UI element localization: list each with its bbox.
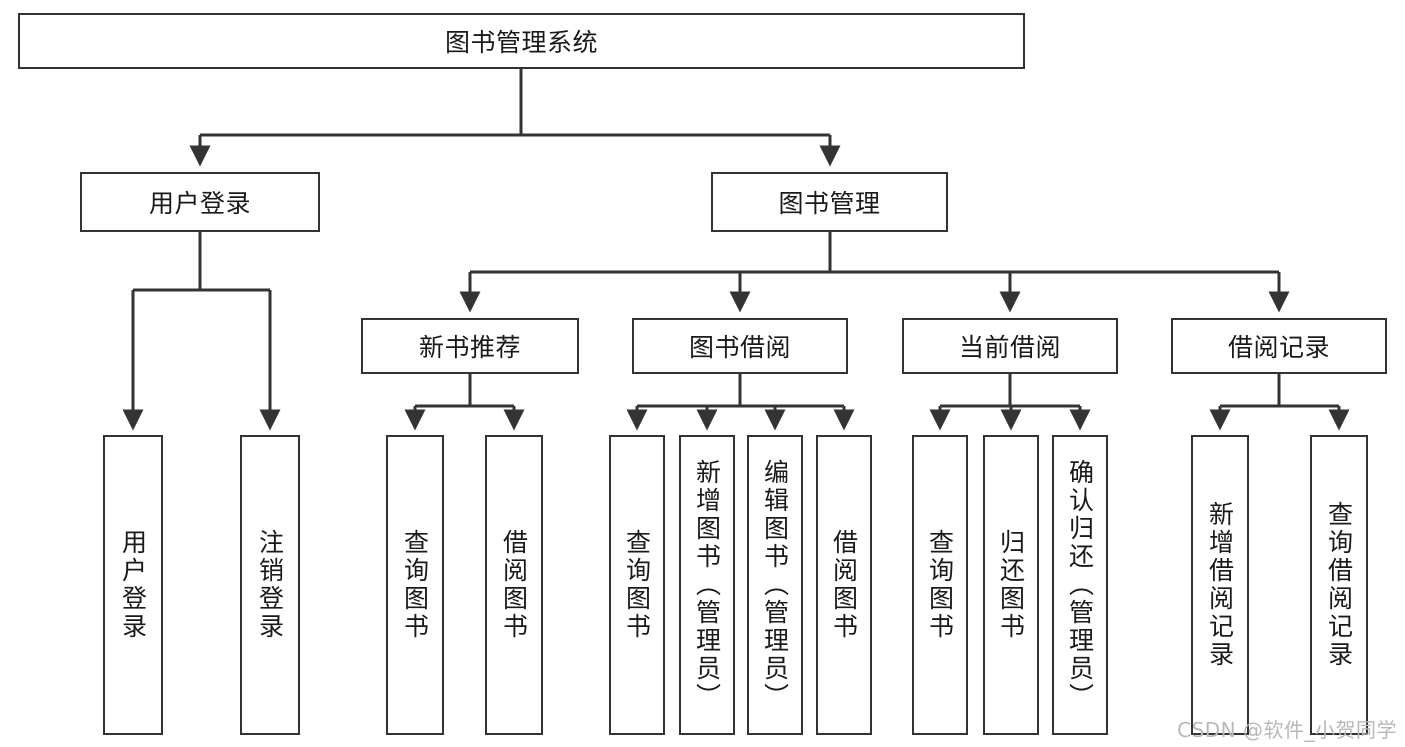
node-book-borrow[interactable]: 图书借阅 <box>632 318 848 374</box>
leaf-logout[interactable]: 注销登录 <box>240 435 300 735</box>
leaf-edit-book-admin[interactable]: 编辑图书（管理员） <box>747 435 803 735</box>
leaf-borrow-book-a-label: 借阅图书 <box>499 529 529 641</box>
leaf-borrow-book-b[interactable]: 借阅图书 <box>816 435 872 735</box>
node-book-management-label: 图书管理 <box>778 189 881 218</box>
leaf-add-book-admin[interactable]: 新增图书（管理员） <box>679 435 735 735</box>
leaf-query-book-a-label: 查询图书 <box>400 529 430 641</box>
leaf-query-book-c-label: 查询图书 <box>925 529 955 641</box>
leaf-return-book-label: 归还图书 <box>996 529 1026 641</box>
leaf-return-book[interactable]: 归还图书 <box>983 435 1039 735</box>
node-borrow-records-label: 借阅记录 <box>1227 333 1330 362</box>
leaf-confirm-return-admin-label: 确认归还（管理员） <box>1065 459 1095 711</box>
leaf-logout-label: 注销登录 <box>255 529 285 641</box>
leaf-confirm-return-admin[interactable]: 确认归还（管理员） <box>1052 435 1108 735</box>
leaf-add-borrow-record-label: 新增借阅记录 <box>1205 501 1235 669</box>
node-current-borrow-label: 当前借阅 <box>958 333 1061 362</box>
leaf-query-borrow-record-label: 查询借阅记录 <box>1324 501 1354 669</box>
node-user-login[interactable]: 用户登录 <box>80 172 320 232</box>
leaf-query-book-c[interactable]: 查询图书 <box>912 435 968 735</box>
node-new-book-recommend[interactable]: 新书推荐 <box>361 318 579 374</box>
leaf-query-book-a[interactable]: 查询图书 <box>386 435 444 735</box>
leaf-borrow-book-b-label: 借阅图书 <box>829 529 859 641</box>
leaf-add-borrow-record[interactable]: 新增借阅记录 <box>1191 435 1249 735</box>
watermark: CSDN @软件_小贺同学 <box>1177 718 1397 742</box>
leaf-user-login-label: 用户登录 <box>118 529 148 641</box>
leaf-user-login[interactable]: 用户登录 <box>103 435 163 735</box>
node-book-management[interactable]: 图书管理 <box>711 172 948 232</box>
leaf-edit-book-admin-label: 编辑图书（管理员） <box>760 459 790 711</box>
leaf-query-book-b[interactable]: 查询图书 <box>609 435 665 735</box>
leaf-add-book-admin-label: 新增图书（管理员） <box>692 459 722 711</box>
node-user-login-label: 用户登录 <box>148 189 251 218</box>
leaf-borrow-book-a[interactable]: 借阅图书 <box>485 435 543 735</box>
node-book-borrow-label: 图书借阅 <box>688 333 791 362</box>
node-root-label: 图书管理系统 <box>444 28 598 57</box>
node-current-borrow[interactable]: 当前借阅 <box>902 318 1118 374</box>
leaf-query-borrow-record[interactable]: 查询借阅记录 <box>1310 435 1368 735</box>
node-root[interactable]: 图书管理系统 <box>18 13 1025 69</box>
node-new-book-recommend-label: 新书推荐 <box>418 333 521 362</box>
leaf-query-book-b-label: 查询图书 <box>622 529 652 641</box>
node-borrow-records[interactable]: 借阅记录 <box>1171 318 1387 374</box>
